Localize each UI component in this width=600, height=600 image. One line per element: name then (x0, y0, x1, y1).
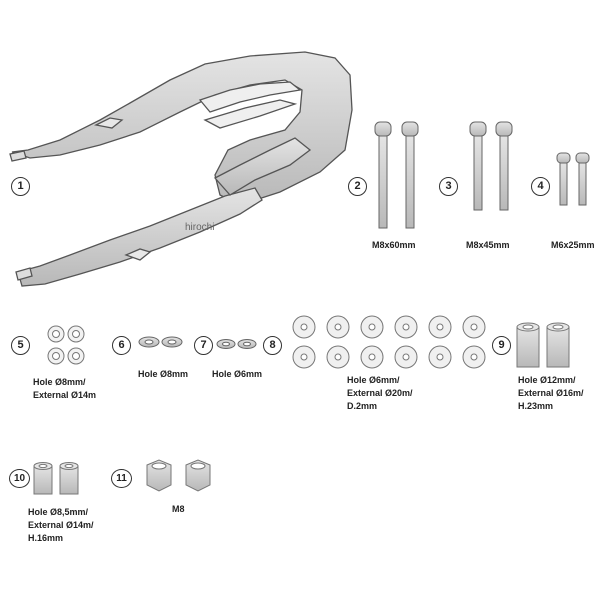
part-label-7: Hole Ø6mm (212, 368, 262, 381)
part-label-11-line-1: M8 (172, 504, 185, 514)
part-label-4-line-1: M6x25mm (551, 240, 595, 250)
part-number-3: 3 (439, 177, 458, 196)
part-label-8: Hole Ø6mm/ External Ø20m/ D.2mm (347, 374, 413, 413)
spacers-12mm-illustration (516, 322, 570, 368)
part-label-2: M8x60mm (372, 239, 416, 252)
part-label-10: Hole Ø8,5mm/ External Ø14m/ H.16mm (28, 506, 94, 545)
part-label-7-line-1: Hole Ø6mm (212, 369, 263, 379)
part-label-6: Hole Ø8mm (138, 368, 188, 381)
part-label-3-line-1: M8x45mm (466, 240, 510, 250)
lock-washers-8mm-illustration (138, 336, 183, 348)
part-number-8: 8 (263, 336, 282, 355)
long-bolts-m8x60-illustration (374, 121, 419, 229)
part-label-8-line-2: External Ø20m/ (347, 388, 413, 398)
part-label-5-line-2: External Ø14m (33, 390, 97, 400)
rack-frame-illustration (9, 51, 353, 287)
part-label-8-line-1: Hole Ø6mm/ (347, 375, 400, 385)
part-label-4: M6x25mm (551, 239, 595, 252)
part-label-5: Hole Ø8mm/ External Ø14m (33, 376, 96, 402)
part-label-11: M8 (172, 503, 185, 516)
part-label-9: Hole Ø12mm/ External Ø16m/ H.23mm (518, 374, 584, 413)
part-number-2: 2 (348, 177, 367, 196)
large-washers-6mm-illustration (292, 315, 486, 369)
part-label-3: M8x45mm (466, 239, 510, 252)
part-label-9-line-3: H.23mm (518, 401, 554, 411)
part-label-9-line-1: Hole Ø12mm/ (518, 375, 576, 385)
part-label-2-line-1: M8x60mm (372, 240, 416, 250)
part-label-8-line-3: D.2mm (347, 401, 378, 411)
part-label-6-line-1: Hole Ø8mm (138, 369, 189, 379)
short-bolts-m6x25-illustration (556, 152, 590, 206)
part-number-7: 7 (194, 336, 213, 355)
lock-washers-6mm-illustration (216, 339, 257, 349)
part-number-6: 6 (112, 336, 131, 355)
washers-8mm-illustration (47, 325, 85, 365)
part-label-9-line-2: External Ø16m/ (518, 388, 584, 398)
watermark-text: hirochi (185, 222, 215, 233)
part-label-10-line-3: H.16mm (28, 533, 64, 543)
part-number-4: 4 (531, 177, 550, 196)
hex-nuts-m8-illustration (146, 459, 211, 492)
spacers-8-5mm-illustration (33, 462, 79, 495)
part-label-10-line-2: External Ø14m/ (28, 520, 94, 530)
part-label-5-line-1: Hole Ø8mm/ (33, 377, 86, 387)
part-number-10: 10 (9, 469, 30, 488)
part-number-1: 1 (11, 177, 30, 196)
part-number-9: 9 (492, 336, 511, 355)
medium-bolts-m8x45-illustration (469, 121, 513, 211)
part-label-10-line-1: Hole Ø8,5mm/ (28, 507, 89, 517)
part-number-5: 5 (11, 336, 30, 355)
part-number-11: 11 (111, 469, 132, 488)
